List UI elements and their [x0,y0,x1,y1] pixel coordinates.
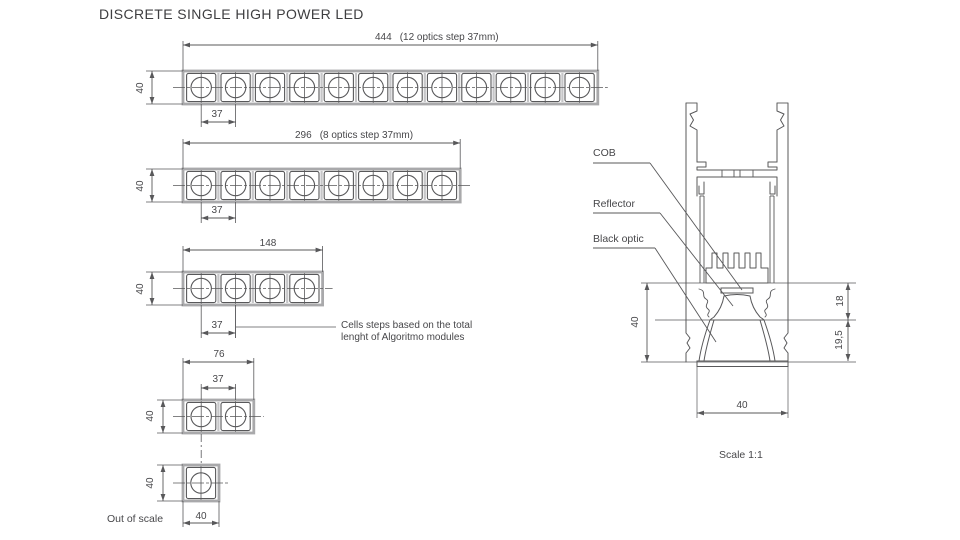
dim-width-module-1: 40 [195,511,207,522]
out-of-scale-note: Out of scale [107,513,164,525]
dim-step-module-8: 37 [211,205,223,216]
dim-length-module-12: 444 (12 optics step 37mm) [375,32,499,44]
dim-step-module-4: 37 [211,320,223,331]
dim-height-module-12: 40 [135,82,146,94]
scale-note: Scale 1:1 [719,449,763,461]
dim-section-height: 40 [630,316,641,328]
cob-label: COB [593,147,616,159]
dim-section-lower-depth: 19,5 [834,330,845,350]
dim-step-module-2: 37 [212,374,224,385]
black-optic-label: Black optic [593,233,644,245]
dim-section-width: 40 [736,400,748,411]
dim-length-value-8: 296 [295,130,312,141]
page-title: DISCRETE SINGLE HIGH POWER LED [99,6,364,22]
dim-height-module-4: 40 [135,283,146,295]
dim-length-value-12: 444 [375,32,392,43]
dim-length-module-2: 76 [213,349,225,360]
dim-length-note-8: (8 optics step 37mm) [319,130,414,141]
dim-length-module-8: 296 (8 optics step 37mm) [295,130,413,142]
dim-length-module-4: 148 [259,238,277,249]
cells-steps-annotation: Cells steps based on the total lenght of… [341,320,473,344]
dim-length-note-12: (12 optics step 37mm) [399,32,499,43]
dim-step-module-12: 37 [211,109,223,120]
dim-height-module-8: 40 [135,180,146,192]
dim-height-module-1: 40 [145,477,156,489]
reflector-label: Reflector [593,198,636,210]
dim-section-upper-depth: 18 [835,295,846,307]
dim-height-module-2: 40 [145,410,156,422]
